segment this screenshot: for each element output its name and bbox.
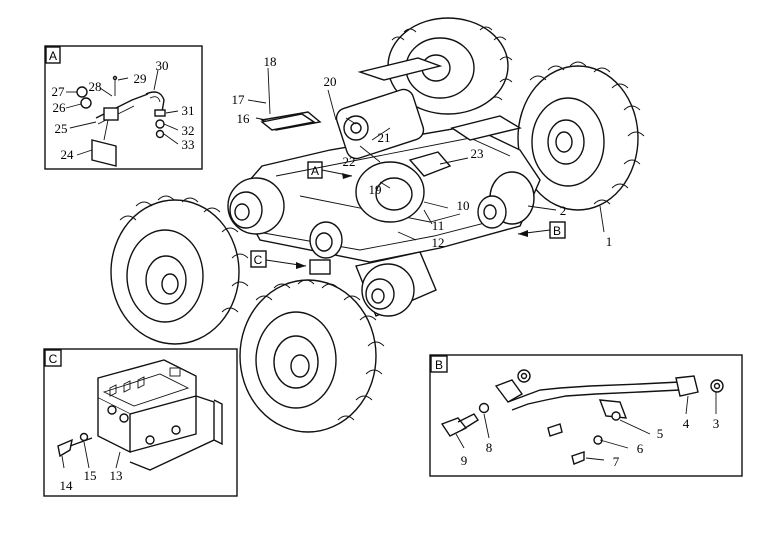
cover-plate bbox=[260, 113, 316, 131]
part-number-7: 7 bbox=[613, 454, 620, 469]
main-assembly-drawing bbox=[110, 17, 645, 433]
part-number-9: 9 bbox=[461, 453, 468, 468]
wheel-bottom bbox=[239, 279, 385, 433]
detail-box-a-letter: A bbox=[49, 49, 57, 63]
part-number-8: 8 bbox=[486, 440, 493, 455]
part-number-16: 16 bbox=[237, 111, 251, 126]
part-number-3: 3 bbox=[713, 416, 720, 431]
part-number-labels: 1 2 3 4 5 6 7 8 9 10 11 12 13 14 15 16 1… bbox=[52, 54, 720, 493]
part-number-18: 18 bbox=[264, 54, 277, 69]
callout-c: C bbox=[250, 250, 307, 269]
final-drive-right bbox=[477, 171, 535, 229]
part-number-13: 13 bbox=[110, 468, 123, 483]
part-number-6: 6 bbox=[637, 441, 644, 456]
detail-box-b-letter: B bbox=[435, 358, 443, 372]
svg-text:B: B bbox=[553, 224, 561, 238]
part-number-31: 31 bbox=[182, 103, 195, 118]
svg-text:C: C bbox=[254, 253, 263, 267]
part-number-15: 15 bbox=[84, 468, 97, 483]
part-number-10: 10 bbox=[457, 198, 470, 213]
part-number-20: 20 bbox=[324, 74, 337, 89]
final-drive-bottom bbox=[355, 251, 437, 317]
bracket-c-installed bbox=[309, 259, 331, 275]
part-number-21: 21 bbox=[378, 130, 391, 145]
valve-assembly-drawing bbox=[76, 75, 166, 167]
part-number-23: 23 bbox=[471, 146, 484, 161]
part-number-27: 27 bbox=[52, 84, 66, 99]
detail-box-c-letter: C bbox=[49, 352, 58, 366]
part-number-32: 32 bbox=[182, 123, 195, 138]
part-number-29: 29 bbox=[134, 71, 147, 86]
callout-b: B bbox=[517, 221, 566, 239]
tie-rod-drawing bbox=[440, 369, 724, 465]
callout-a: A bbox=[307, 161, 353, 179]
differential bbox=[343, 115, 452, 223]
part-number-26: 26 bbox=[53, 100, 67, 115]
wheel-right bbox=[517, 61, 645, 211]
part-number-4: 4 bbox=[683, 416, 690, 431]
part-number-1: 1 bbox=[606, 234, 613, 249]
wheel-top bbox=[387, 17, 513, 115]
main-leader-lines bbox=[247, 67, 605, 241]
part-number-25: 25 bbox=[55, 121, 68, 136]
final-drive-left bbox=[227, 177, 285, 235]
part-number-2: 2 bbox=[560, 203, 567, 218]
part-number-12: 12 bbox=[432, 235, 445, 250]
part-number-33: 33 bbox=[182, 137, 195, 152]
wheel-left bbox=[110, 195, 249, 345]
part-number-24: 24 bbox=[61, 147, 75, 162]
detail-box-b: B bbox=[429, 354, 743, 477]
part-number-30: 30 bbox=[156, 58, 169, 73]
part-number-22: 22 bbox=[343, 154, 356, 169]
mounting-bracket-drawing bbox=[57, 359, 223, 471]
detail-box-c: C bbox=[43, 348, 238, 497]
part-number-14: 14 bbox=[60, 478, 74, 493]
svg-text:A: A bbox=[311, 164, 319, 178]
part-number-11: 11 bbox=[432, 218, 445, 233]
brake-disc bbox=[309, 221, 343, 259]
part-number-19: 19 bbox=[369, 182, 382, 197]
part-number-17: 17 bbox=[232, 92, 246, 107]
detail-box-a: A bbox=[44, 45, 203, 170]
part-number-28: 28 bbox=[89, 79, 102, 94]
part-number-5: 5 bbox=[657, 426, 664, 441]
